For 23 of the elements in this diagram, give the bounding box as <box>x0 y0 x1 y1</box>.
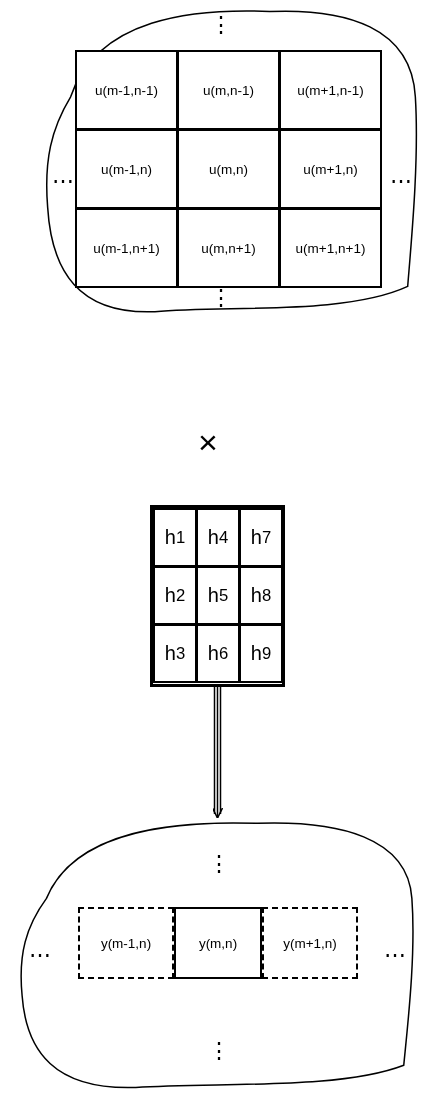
kernel-grid <box>150 505 285 687</box>
vertical-ellipsis: ⋮ <box>210 14 232 36</box>
horizontal-ellipsis: ⋯ <box>384 944 406 966</box>
vertical-ellipsis: ⋮ <box>210 287 232 309</box>
grid-cell: u(m+1,n-1) <box>279 50 382 130</box>
grid-cell: u(m+1,n) <box>279 129 382 209</box>
horizontal-ellipsis: ⋯ <box>29 944 51 966</box>
horizontal-ellipsis: ⋯ <box>52 170 74 192</box>
vertical-ellipsis: ⋮ <box>208 853 230 875</box>
grid-cell: u(m-1,n) <box>75 129 178 209</box>
neighbour-output-cell: y(m+1,n) <box>262 907 358 979</box>
double-arrow <box>211 686 224 819</box>
grid-cell: u(m+1,n+1) <box>279 208 382 288</box>
multiplication-sign: × <box>198 425 218 459</box>
vertical-ellipsis: ⋮ <box>208 1040 230 1062</box>
neighbour-output-cell: y(m-1,n) <box>78 907 174 979</box>
grid-cell: u(m-1,n-1) <box>75 50 178 130</box>
grid-cell: u(m,n) <box>177 129 280 209</box>
grid-cell: y(m,n) <box>174 907 262 979</box>
grid-cell: u(m-1,n+1) <box>75 208 178 288</box>
horizontal-ellipsis: ⋯ <box>390 170 412 192</box>
grid-cell: u(m,n+1) <box>177 208 280 288</box>
grid-cell: u(m,n-1) <box>177 50 280 130</box>
